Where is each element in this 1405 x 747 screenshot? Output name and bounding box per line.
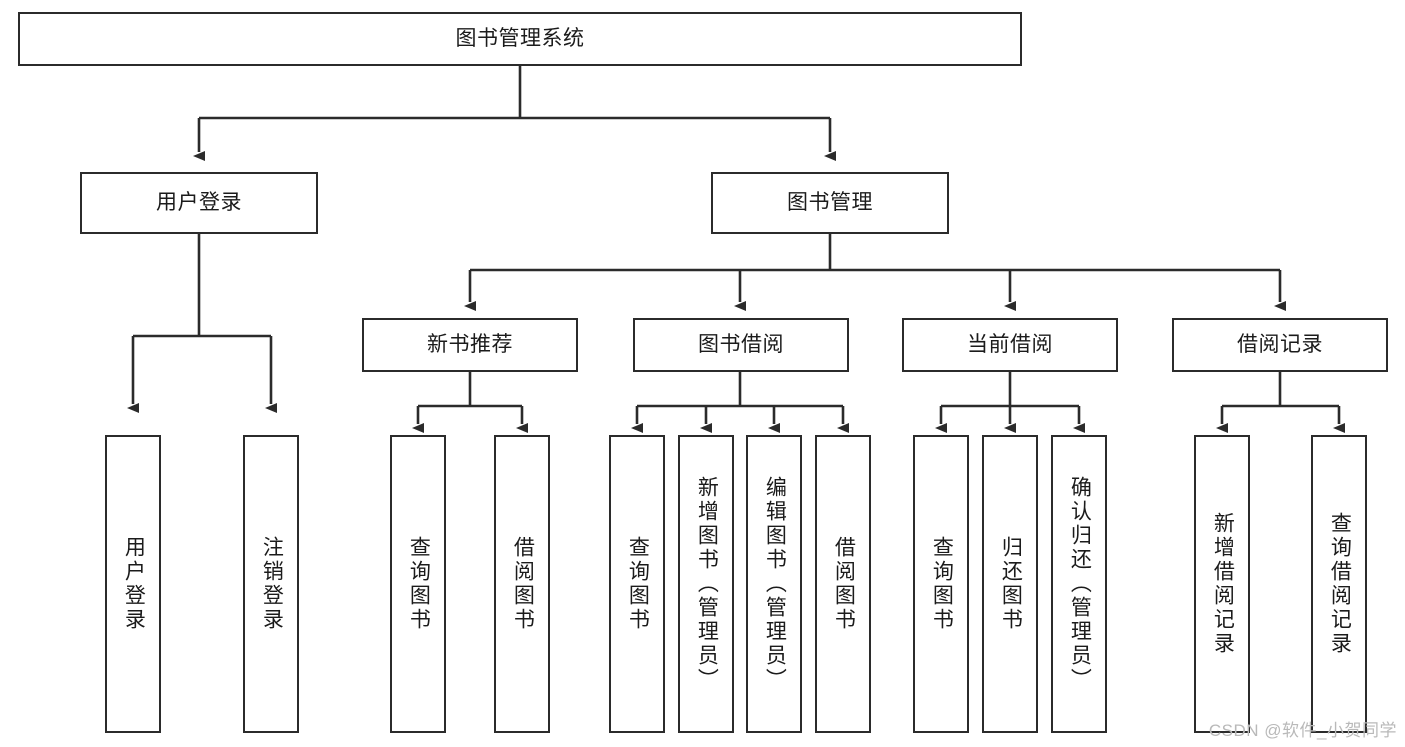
leaf-query-book-recommend[interactable]: 查询图书 <box>390 435 446 733</box>
node-book-borrow[interactable]: 图书借阅 <box>633 318 849 372</box>
leaf-borrow-book-recommend[interactable]: 借阅图书 <box>494 435 550 733</box>
node-book-management[interactable]: 图书管理 <box>711 172 949 234</box>
node-borrow-record[interactable]: 借阅记录 <box>1172 318 1388 372</box>
leaf-logout-login[interactable]: 注销登录 <box>243 435 299 733</box>
leaf-user-login[interactable]: 用户登录 <box>105 435 161 733</box>
csdn-watermark: CSDN @软件_小贺同学 <box>1208 721 1397 740</box>
leaf-query-book-current[interactable]: 查询图书 <box>913 435 969 733</box>
leaf-confirm-return-admin[interactable]: 确认归还（管理员） <box>1051 435 1107 733</box>
leaf-add-borrow-record[interactable]: 新增借阅记录 <box>1194 435 1250 733</box>
leaf-query-borrow-record[interactable]: 查询借阅记录 <box>1311 435 1367 733</box>
node-root-system[interactable]: 图书管理系统 <box>18 12 1022 66</box>
node-user-login[interactable]: 用户登录 <box>80 172 318 234</box>
leaf-add-book-admin[interactable]: 新增图书（管理员） <box>678 435 734 733</box>
node-new-book-recommend[interactable]: 新书推荐 <box>362 318 578 372</box>
leaf-return-book[interactable]: 归还图书 <box>982 435 1038 733</box>
node-current-borrow[interactable]: 当前借阅 <box>902 318 1118 372</box>
leaf-query-book-borrow[interactable]: 查询图书 <box>609 435 665 733</box>
leaf-edit-book-admin[interactable]: 编辑图书（管理员） <box>746 435 802 733</box>
leaf-borrow-book-borrow[interactable]: 借阅图书 <box>815 435 871 733</box>
